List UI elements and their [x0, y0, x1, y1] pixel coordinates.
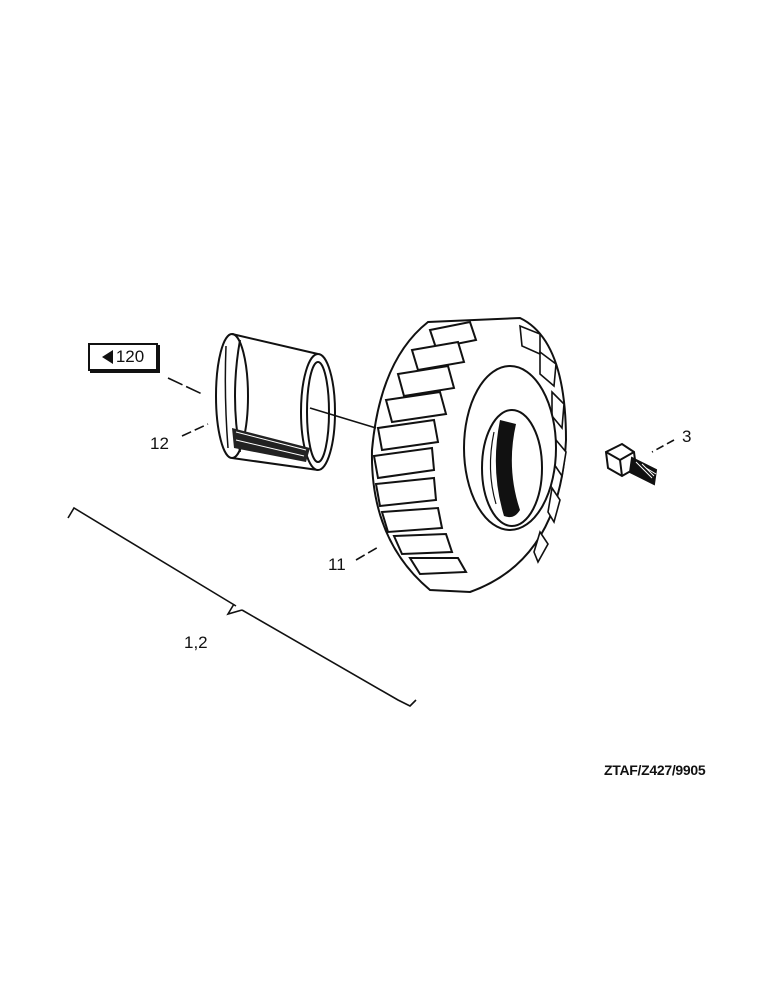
callout-bolt: 3 [682, 427, 692, 446]
assembly-bracket [67, 506, 417, 707]
reference-box: 120 [88, 343, 158, 371]
bolt-drawing [604, 442, 658, 486]
callout-tire: 11 [328, 555, 346, 574]
leader-lines [167, 377, 675, 561]
callout-assembly: 1,2 [184, 633, 208, 652]
tire-drawing [370, 316, 568, 594]
reference-page-number: 120 [115, 347, 145, 366]
left-triangle-icon [101, 350, 113, 364]
document-code: ZTAF/Z427/9905 [604, 762, 706, 778]
callout-rim: 12 [150, 434, 169, 453]
rim-drawing [215, 333, 336, 471]
